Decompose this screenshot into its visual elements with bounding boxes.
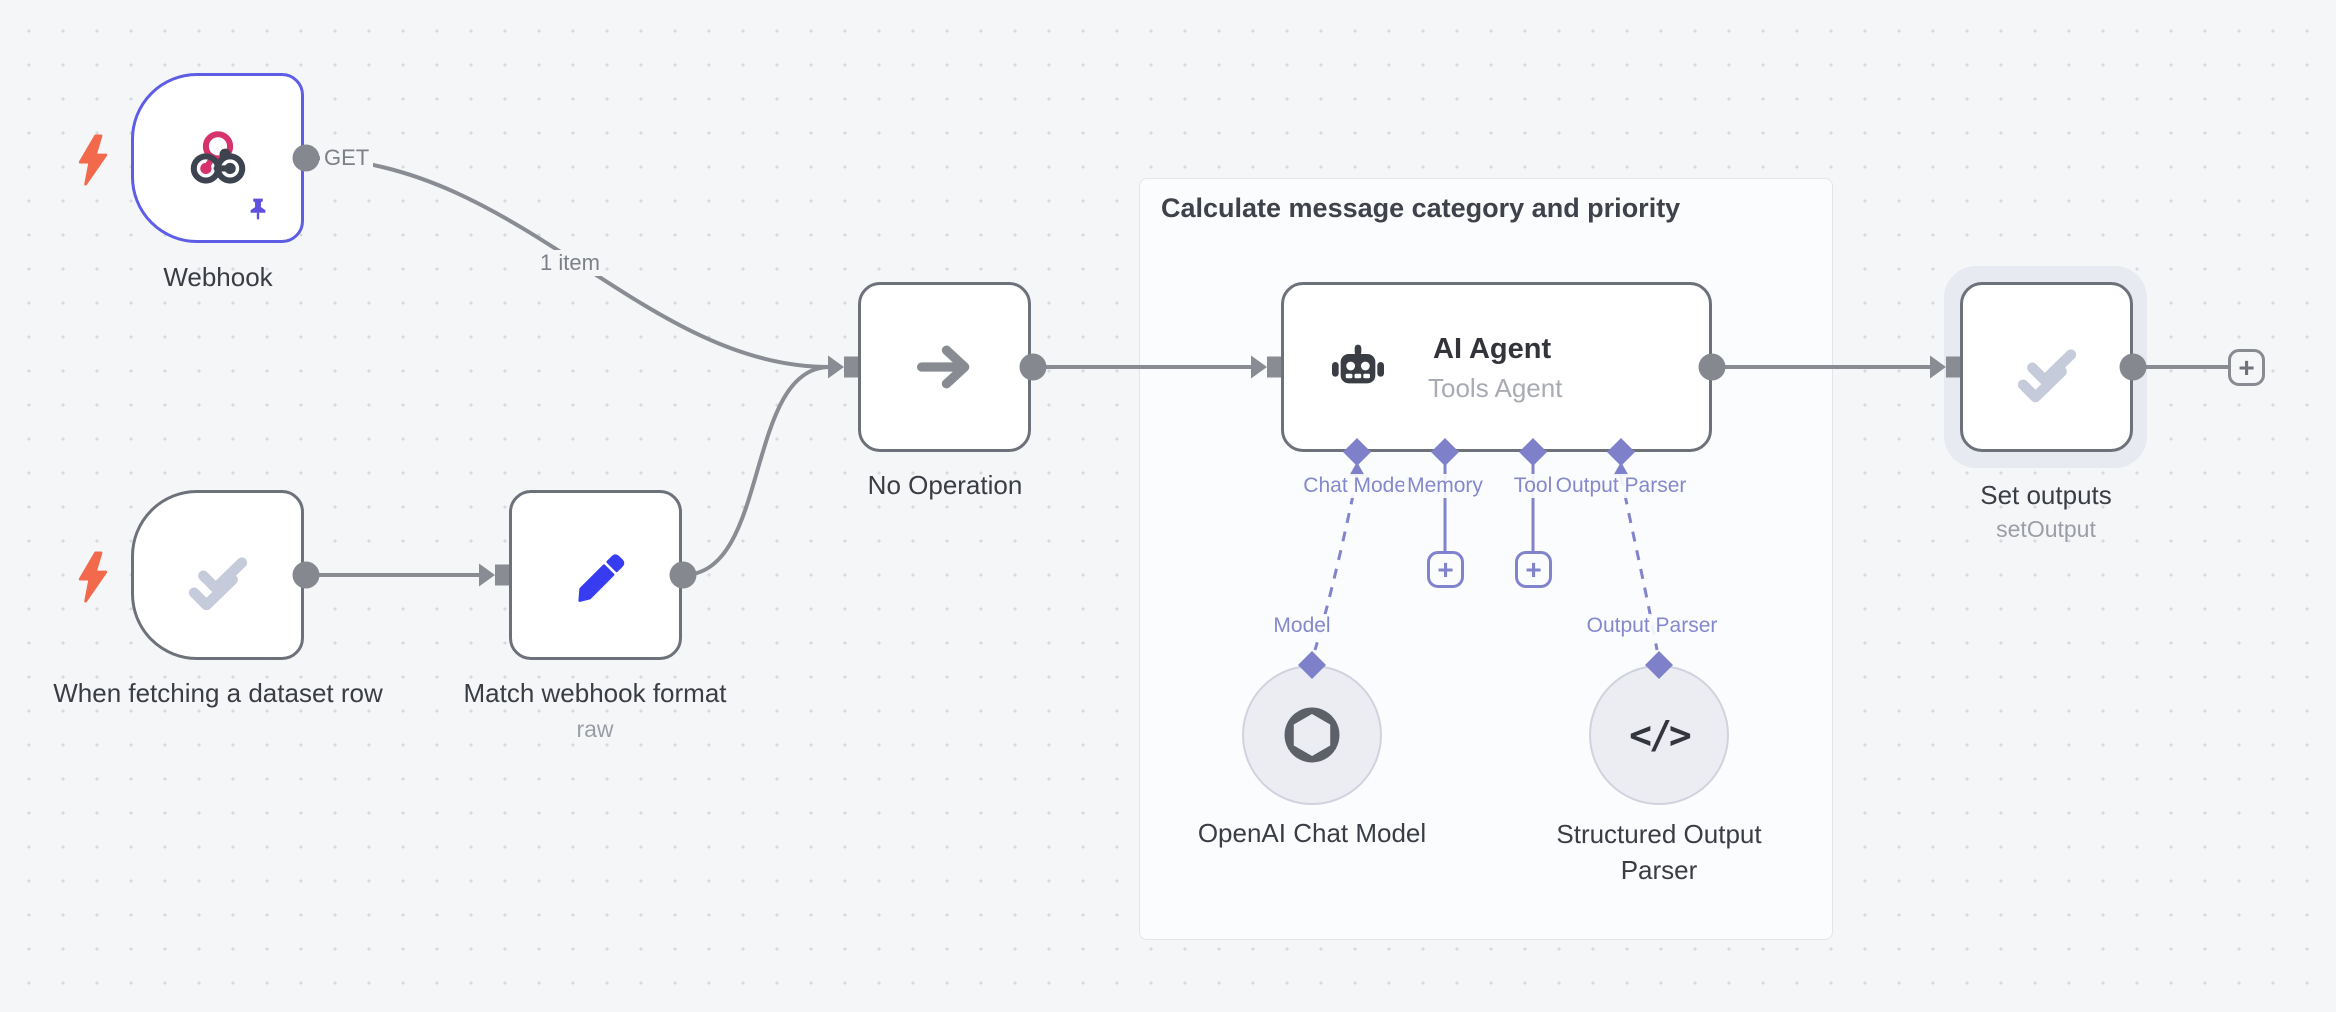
- node-label-webhook: Webhook: [163, 262, 273, 292]
- edge-match-to-noop[interactable]: [682, 365, 831, 577]
- add-next-node-button[interactable]: +: [2228, 349, 2265, 386]
- node-when-fetching-dataset-row[interactable]: [131, 490, 304, 660]
- pencil-edit-icon: [577, 554, 624, 602]
- robot-icon: [1326, 334, 1390, 403]
- ai-agent-title: AI Agent: [1433, 333, 1552, 365]
- add-memory-button[interactable]: +: [1427, 551, 1464, 588]
- edge-items-count-label: 1 item: [536, 250, 604, 276]
- pinned-data-pin-icon: [245, 196, 271, 227]
- group-frame-title: Calculate message category and priority: [1161, 193, 1681, 223]
- webhook-icon: [190, 131, 245, 184]
- node-label-parser: Structured Output Parser: [1556, 819, 1762, 885]
- port-label-model: Model: [1270, 614, 1334, 638]
- openai-logo-icon: [1284, 707, 1340, 763]
- node-subtitle-match-format: raw: [576, 716, 614, 742]
- input-connector-match: [479, 563, 509, 587]
- double-check-icon: [2017, 349, 2076, 403]
- node-openai-chat-model[interactable]: [1242, 665, 1382, 805]
- port-label-output-parser: Output Parser: [1552, 474, 1690, 498]
- node-structured-output-parser[interactable]: </>: [1589, 665, 1729, 805]
- node-set-outputs[interactable]: [1960, 282, 2133, 452]
- node-label-match-format: Match webhook format: [463, 678, 727, 708]
- ai-agent-subtitle: Tools Agent: [1428, 373, 1563, 403]
- node-no-operation[interactable]: [858, 282, 1031, 452]
- port-label-chat-model: Chat Model: [1300, 474, 1414, 498]
- node-webhook[interactable]: [131, 73, 304, 243]
- webhook-method-badge: GET: [320, 145, 374, 171]
- node-subtitle-set-outputs: setOutput: [1996, 516, 2096, 542]
- plus-icon: +: [2238, 351, 2255, 383]
- plus-icon: +: [1437, 553, 1454, 585]
- node-label-openai: OpenAI Chat Model: [1197, 818, 1427, 848]
- port-label-tool: Tool: [1510, 474, 1556, 498]
- node-label-when-fetching: When fetching a dataset row: [53, 678, 383, 708]
- node-label-noop: No Operation: [867, 470, 1023, 500]
- node-match-webhook-format[interactable]: [509, 490, 682, 660]
- input-connector-noop: [828, 355, 858, 379]
- add-tool-button[interactable]: +: [1515, 551, 1552, 588]
- node-label-set-outputs: Set outputs: [1980, 480, 2112, 510]
- trigger-bolt-icon: [76, 549, 110, 610]
- node-ai-agent[interactable]: AI Agent Tools Agent: [1281, 282, 1712, 452]
- arrow-right-icon: [916, 345, 969, 389]
- port-label-parser-output: Output Parser: [1583, 614, 1721, 638]
- trigger-bolt-icon: [76, 132, 110, 193]
- code-brackets-icon: </>: [1629, 713, 1692, 757]
- plus-icon: +: [1525, 553, 1542, 585]
- port-label-memory: Memory: [1404, 474, 1486, 498]
- double-check-icon: [188, 557, 247, 611]
